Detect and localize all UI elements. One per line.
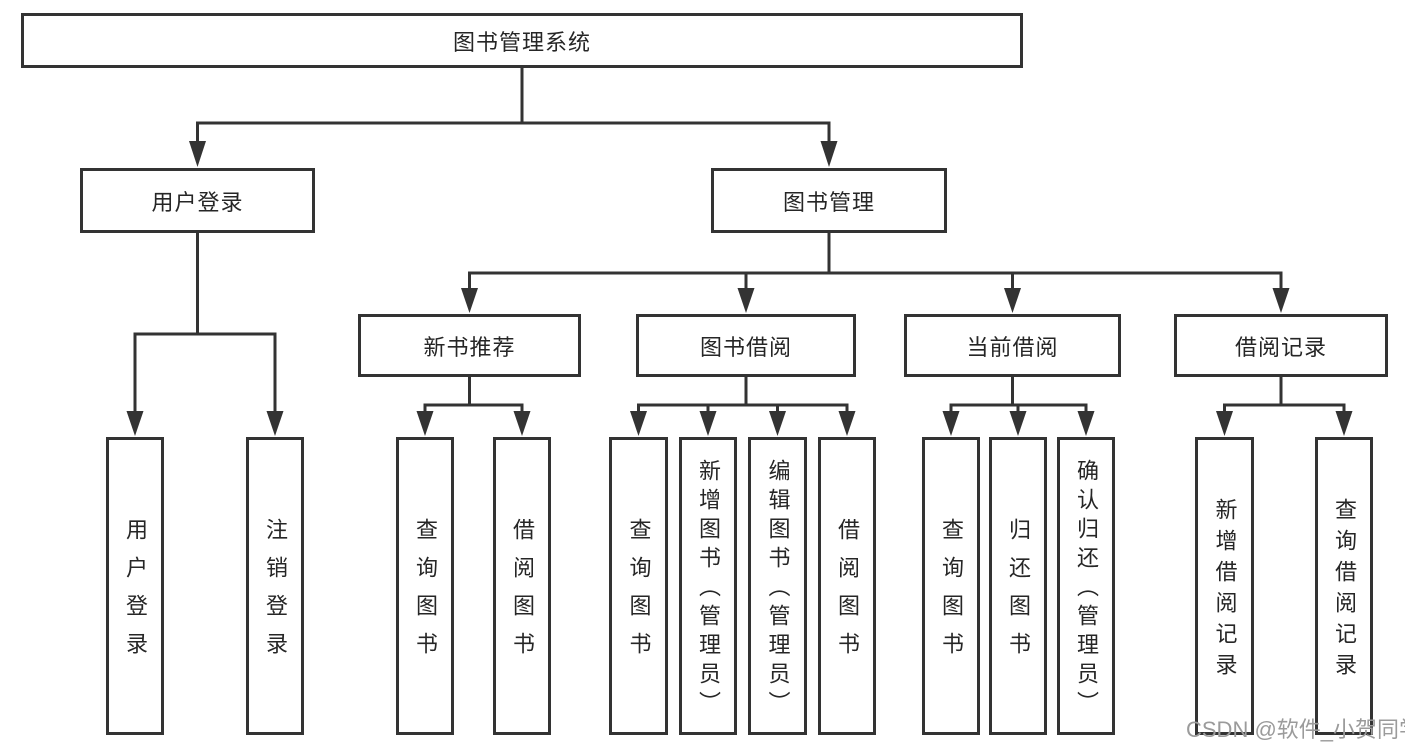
leaf-query-books-new-label: 查询图书	[413, 518, 438, 670]
node-root: 图书管理系统	[21, 13, 1023, 68]
leaf-borrow-books-new: 借阅图书	[493, 437, 551, 735]
leaf-edit-book-admin: 编辑图书（管理员）	[748, 437, 807, 735]
leaf-query-books-borrow-label: 查询图书	[626, 518, 652, 670]
node-current-borrow: 当前借阅	[904, 314, 1121, 377]
connector-newbooks-to-leaves	[416, 377, 531, 436]
leaf-return-book: 归还图书	[989, 437, 1047, 735]
leaf-borrow-books: 借阅图书	[818, 437, 876, 735]
connector-current-to-leaves	[942, 377, 1095, 436]
leaf-edit-book-admin-label: 编辑图书（管理员）	[765, 459, 791, 720]
node-borrow-records: 借阅记录	[1174, 314, 1388, 377]
connector-bookmgmt-to-level3	[461, 233, 1290, 313]
connector-root-to-level2	[189, 68, 838, 167]
connector-userlogin-to-leaves	[126, 233, 284, 436]
leaf-add-borrow-record: 新增借阅记录	[1195, 437, 1254, 735]
leaf-query-books-current-label: 查询图书	[939, 518, 964, 670]
node-user-login: 用户登录	[80, 168, 315, 233]
leaf-query-borrow-record-label: 查询借阅记录	[1332, 497, 1357, 684]
watermark: CSDN @软件_小贺同学	[1186, 717, 1405, 742]
leaf-user-login-label: 用户登录	[123, 518, 148, 670]
leaf-user-login: 用户登录	[106, 437, 164, 735]
leaf-add-book-admin-label: 新增图书（管理员）	[696, 459, 721, 720]
leaf-query-borrow-record: 查询借阅记录	[1315, 437, 1373, 735]
node-new-book-recommend: 新书推荐	[358, 314, 581, 377]
leaf-add-borrow-record-label: 新增借阅记录	[1212, 497, 1238, 684]
leaf-query-books-current: 查询图书	[922, 437, 980, 735]
leaf-query-books-borrow: 查询图书	[609, 437, 668, 735]
connector-records-to-leaves	[1216, 377, 1353, 436]
leaf-logout-label: 注销登录	[263, 518, 288, 670]
leaf-return-book-label: 归还图书	[1006, 518, 1031, 670]
leaf-borrow-books-label: 借阅图书	[835, 518, 860, 670]
node-book-borrow: 图书借阅	[636, 314, 856, 377]
connector-borrow-to-leaves	[630, 377, 856, 436]
leaf-logout: 注销登录	[246, 437, 304, 735]
leaf-borrow-books-new-label: 借阅图书	[510, 518, 535, 670]
leaf-confirm-return-admin: 确认归还（管理员）	[1057, 437, 1115, 735]
leaf-query-books-new: 查询图书	[396, 437, 454, 735]
leaf-confirm-return-admin-label: 确认归还（管理员）	[1074, 459, 1099, 720]
leaf-add-book-admin: 新增图书（管理员）	[679, 437, 737, 735]
node-book-management: 图书管理	[711, 168, 947, 233]
